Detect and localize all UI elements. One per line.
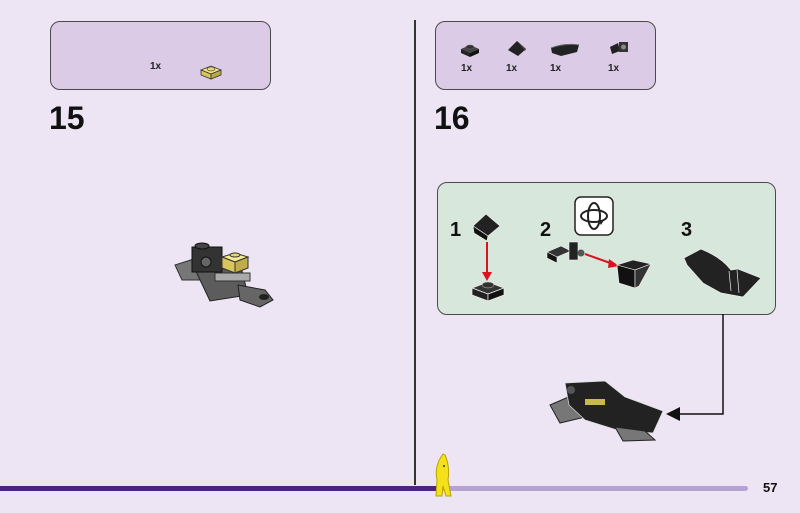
parts-list-step-15: 1x: [50, 21, 271, 90]
substep-number-1: 1: [450, 219, 462, 241]
yellow-plate-part-icon: [200, 65, 222, 80]
step-number-16: 16: [434, 100, 470, 136]
part-quantity: 1x: [506, 63, 518, 74]
black-plate-part-icon: [461, 44, 479, 57]
callout-arrow: [666, 314, 724, 421]
black-curved-slope-part-icon: [550, 43, 580, 56]
black-bracket-part-icon: [610, 42, 628, 54]
black-slope-part-icon: [508, 41, 526, 56]
banana-minifigure-icon: [435, 453, 452, 497]
model-step-15-illustration: [174, 242, 274, 308]
rotate-model-icon: [574, 196, 614, 236]
substep-number-3: 3: [681, 219, 693, 241]
part-quantity: 1x: [550, 63, 562, 74]
step-number-15: 15: [49, 100, 85, 136]
substep-box: 1 2 3: [437, 182, 776, 315]
substep-3-illustration: [683, 248, 762, 298]
part-quantity: 1x: [461, 63, 473, 74]
model-step-16-illustration: [549, 380, 664, 442]
substep-number-2: 2: [540, 219, 552, 241]
substep-2-illustration: [546, 241, 653, 289]
part-quantity: 1x: [150, 61, 162, 72]
parts-list-step-16: 1x 1x 1x 1x: [435, 21, 656, 90]
progress-bar-track: [440, 486, 748, 491]
page-divider: [414, 20, 416, 485]
progress-bar-fill: [0, 486, 440, 491]
part-quantity: 1x: [608, 63, 620, 74]
substep-1-illustration: [471, 213, 505, 302]
page-number: 57: [763, 480, 778, 495]
